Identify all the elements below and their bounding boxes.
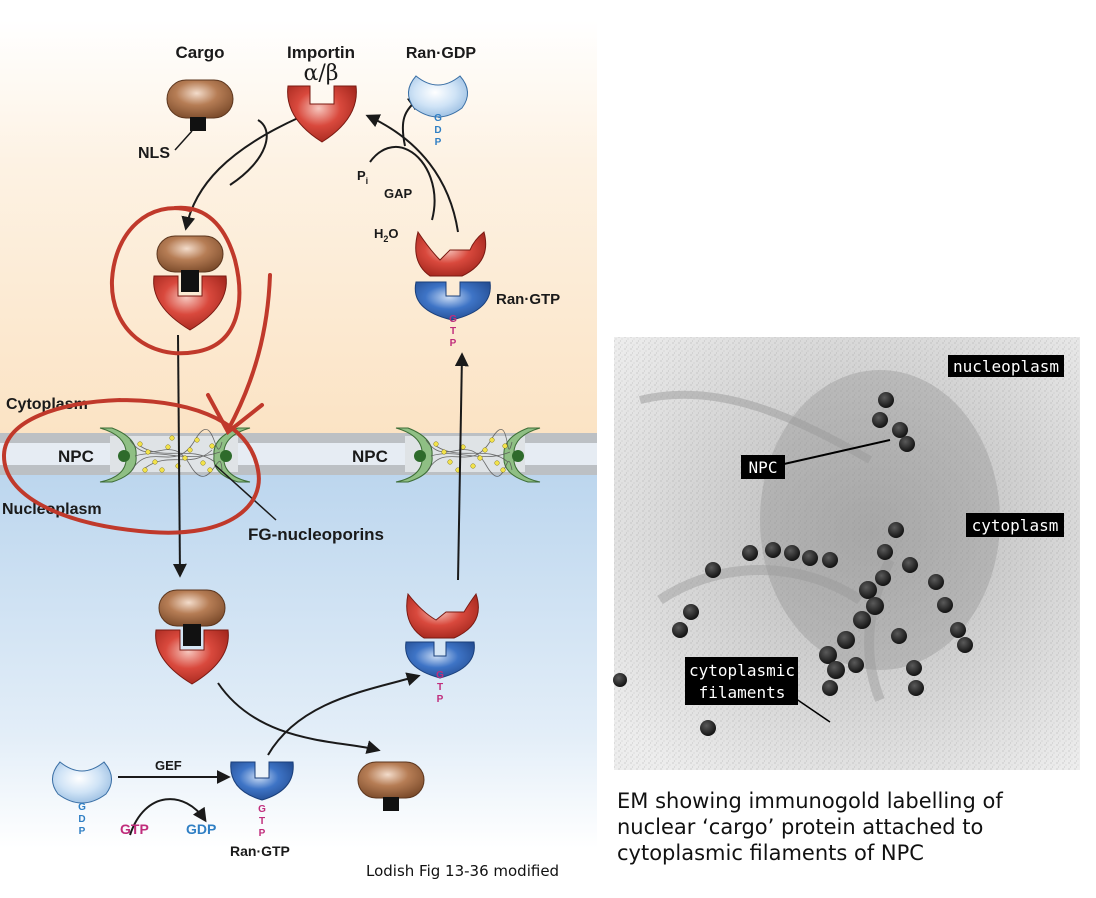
gtp-letters-nucleus: G T P [436,670,444,705]
red-highlight-annotations [1,205,272,535]
fg-nucleoporins-leader [214,464,277,521]
gef-label: GEF [155,758,182,773]
gdp-label: GDP [186,821,216,837]
nuc-letter: T [450,326,456,337]
nuc-letter: P [435,137,442,148]
em-filaments-label-line1: cytoplasmic [689,661,795,680]
ran-gtp-molecule-bottom [230,761,294,801]
gtp-letters-bottom: G T P [258,804,266,839]
ran-gdp-label-top: Ran·GDP [406,45,477,62]
em-micrograph: nucleoplasm NPC cytoplasm cytoplasmic fi… [613,337,1080,770]
import-cycle-arrows [118,96,469,836]
h2o-label: H2O [374,226,399,244]
npc-label-left: NPC [58,447,94,466]
cytoplasm-label: Cytoplasm [6,396,88,413]
nuc-letter: G [449,314,457,325]
caption-line: nuclear ‘cargo’ protein attached to [617,815,984,839]
caption-line: EM showing immunogold labelling of [617,789,1003,813]
gdp-letters-top: G D P [434,113,442,148]
nuc-letter: G [78,802,86,813]
nls-label: NLS [138,145,170,162]
ran-gdp-molecule-top [408,75,468,118]
importin-ran-gtp-complex-right [414,230,491,321]
cargo-importin-complex-cytoplasm [153,235,227,331]
gtp-label: GTP [120,821,149,837]
nuc-letter: D [434,125,441,136]
importin-ran-gtp-complex-nucleus [405,592,479,679]
cargo-molecule-released [357,761,425,811]
npc-right [395,427,541,483]
cytoplasm-region [0,20,597,435]
nuclear-envelope-outer [0,433,597,443]
gap-label: GAP [384,186,413,201]
npc-label-right: NPC [352,447,388,466]
nuc-letter: G [434,113,442,124]
caption-line: cytoplasmic filaments of NPC [617,841,924,865]
cargo-molecule-top [166,79,234,131]
importin-label: Importin [287,43,355,62]
ran-gtp-label-right: Ran·GTP [496,291,560,308]
nls-leader [174,130,193,151]
nuc-letter: P [437,694,444,705]
nuc-letter: D [78,814,85,825]
em-npc-leader [783,439,891,465]
ran-gdp-molecule-bottom [52,761,112,804]
em-cytoplasm-label: cytoplasm [972,516,1059,535]
fg-nucleoporins-label: FG-nucleoporins [248,525,384,544]
nuc-letter: P [259,828,266,839]
nuc-letter: T [259,816,265,827]
cargo-label: Cargo [175,43,224,62]
pi-label: Pi [357,168,368,186]
nuclear-envelope-inner [0,465,597,475]
ran-gtp-label-bottom: Ran·GTP [230,843,290,859]
gtp-letters-right: G T P [449,314,457,349]
importin-subunits-label: α/β [304,61,339,86]
nuc-letter: P [79,826,86,837]
em-npc-label: NPC [749,458,778,477]
nuc-letter: G [436,670,444,681]
em-caption: EM showing immunogold labelling of nucle… [617,788,1087,866]
importin-molecule-top [287,85,357,143]
em-filaments-label-line2: filaments [699,683,786,702]
cargo-importin-complex-nucleus [155,589,229,685]
em-nucleoplasm-label: nucleoplasm [953,357,1059,376]
nuc-letter: G [258,804,266,815]
gdp-letters-bottom: G D P [78,802,86,837]
nuc-letter: P [450,338,457,349]
nuc-letter: T [437,682,443,693]
npc-left [99,427,251,483]
figure-credit: Lodish Fig 13-36 modified [366,862,560,880]
